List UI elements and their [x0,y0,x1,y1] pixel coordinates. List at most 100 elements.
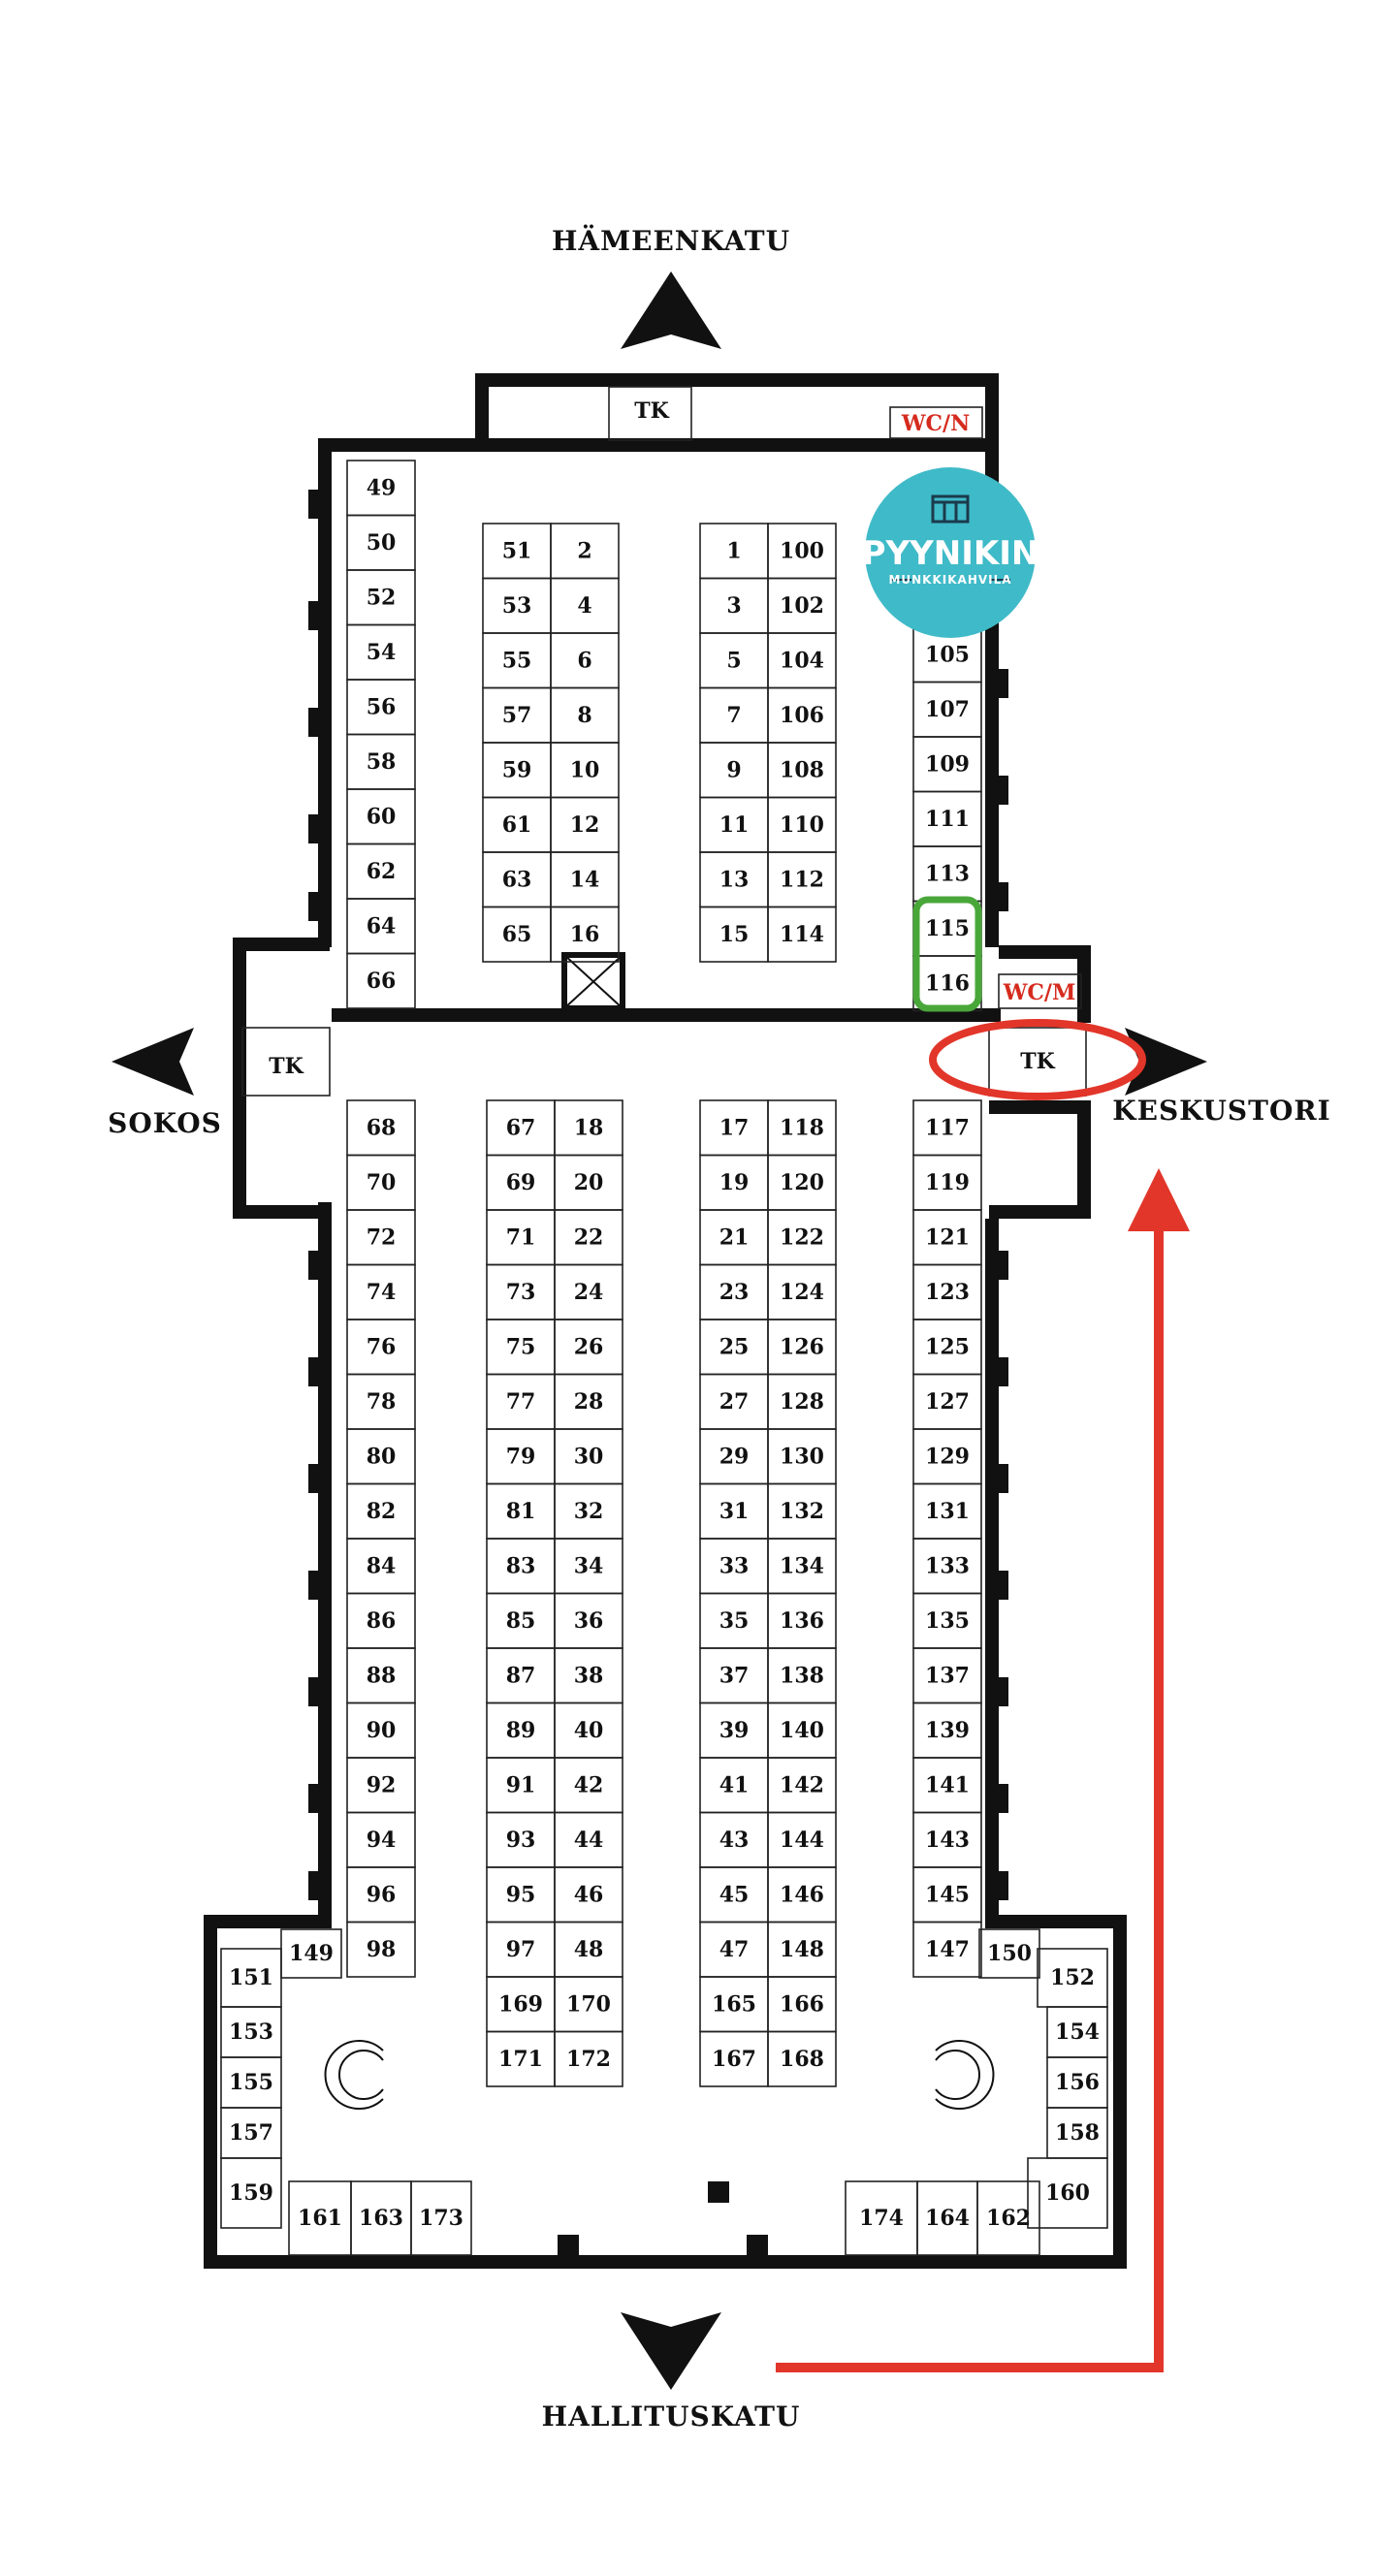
stall-number: 48 [574,1937,604,1962]
stall-number: 133 [925,1553,970,1578]
stall-number: 73 [506,1280,536,1305]
stall-number: 70 [367,1170,397,1195]
logo-title: PYYNIKIN [862,534,1039,573]
stall-number: 49 [367,475,397,500]
stall-number: 159 [229,2180,273,2206]
stall-number: 40 [574,1718,604,1743]
stall-number: 26 [574,1334,604,1359]
arrow-south-icon [621,2312,721,2390]
stall-number: 5 [726,648,741,673]
stall-number: 146 [780,1882,824,1907]
stall-172 [554,2030,623,2087]
stall-number: 151 [229,1965,273,1990]
stall-number: 8 [577,703,591,728]
stall-number: 67 [506,1115,536,1140]
stall-number: 120 [780,1170,824,1195]
stall-number: 17 [719,1115,750,1140]
stall-number: 145 [925,1882,970,1907]
stall-number: 122 [780,1224,824,1250]
stall-number: 14 [570,867,600,892]
stall-number: 87 [506,1663,536,1688]
stall-number: 74 [367,1280,397,1305]
stall-number: 11 [719,812,750,838]
stall-number: 86 [367,1608,397,1634]
stall-number: 41 [719,1772,750,1797]
stall-number: 154 [1055,2019,1100,2045]
stall-number: 42 [574,1772,604,1797]
stall-number: 110 [780,812,824,838]
stall-number: 102 [780,593,824,619]
stall-number: 13 [719,867,750,892]
wc-n-room [889,406,983,439]
stall-number: 118 [780,1115,824,1140]
stall-number: 35 [719,1608,750,1634]
stall-number: 3 [726,593,741,619]
stall-number: 81 [506,1499,536,1524]
tk-label-east: TK [1020,1049,1055,1074]
stall-number: 127 [925,1389,970,1415]
stall-number: 108 [780,757,824,782]
stall-number: 51 [502,538,532,563]
stall-number: 88 [367,1663,397,1688]
stall-number: 65 [502,922,532,947]
street-label-west: SOKOS [108,1107,222,1139]
stall-number: 72 [367,1224,397,1250]
stall-number: 141 [925,1772,970,1797]
stall-number: 162 [986,2206,1031,2231]
stall-number: 95 [506,1882,536,1907]
stall-number: 82 [367,1499,397,1524]
stall-number: 164 [925,2206,970,2231]
stall-number: 144 [780,1828,824,1853]
stall-number: 170 [566,1991,611,2017]
stall-number: 150 [987,1941,1032,1966]
stall-number: 27 [719,1389,750,1415]
tower-icon [931,494,970,524]
stall-number: 137 [925,1663,970,1688]
stall-number: 63 [502,867,532,892]
stall-number: 96 [367,1882,397,1907]
stall-number: 37 [719,1663,750,1688]
stall-number: 163 [359,2206,403,2231]
stall-number: 84 [367,1553,397,1578]
stall-number: 113 [925,861,970,886]
stall-number: 64 [367,913,397,938]
stall-number: 7 [726,703,741,728]
stall-number: 50 [367,530,397,556]
stall-number: 59 [502,757,532,782]
stall-number: 46 [574,1882,604,1907]
stall-168 [767,2030,837,2087]
stall-173 [410,2180,472,2256]
stall-number: 166 [780,1991,824,2017]
stall-number: 129 [925,1444,970,1469]
stall-number: 34 [574,1553,604,1578]
stall-number: 77 [506,1389,536,1415]
stall-number: 126 [780,1334,824,1359]
street-label-north: HÄMEENKATU [552,224,790,257]
stall-160 [1027,2157,1108,2229]
pyynikin-logo: PYYNIKIN MUNKKIKAHVILA [862,467,1039,638]
stall-number: 128 [780,1389,824,1415]
stall-number: 157 [229,2120,273,2146]
stall-number: 158 [1055,2120,1100,2146]
highlight-red-circle [929,1019,1146,1100]
stall-number: 156 [1055,2070,1100,2095]
stall-number: 12 [570,812,600,838]
stall-number: 174 [859,2206,904,2231]
stall-number: 148 [780,1937,824,1962]
wc-m-label: WC/M [1003,980,1076,1005]
stall-number: 173 [419,2206,463,2231]
stall-number: 104 [780,648,824,673]
street-label-south: HALLITUSKATU [542,2401,801,2433]
tk-label-north: TK [634,398,669,424]
stall-number: 30 [574,1444,604,1469]
stall-number: 44 [574,1828,604,1853]
stall-number: 165 [712,1991,756,2017]
stall-number: 75 [506,1334,536,1359]
stall-number: 107 [925,697,970,722]
stall-98 [346,1921,416,1978]
stall-number: 32 [574,1499,604,1524]
stall-number: 121 [925,1224,970,1250]
stall-147 [912,1921,982,1978]
stall-number: 155 [229,2070,273,2095]
